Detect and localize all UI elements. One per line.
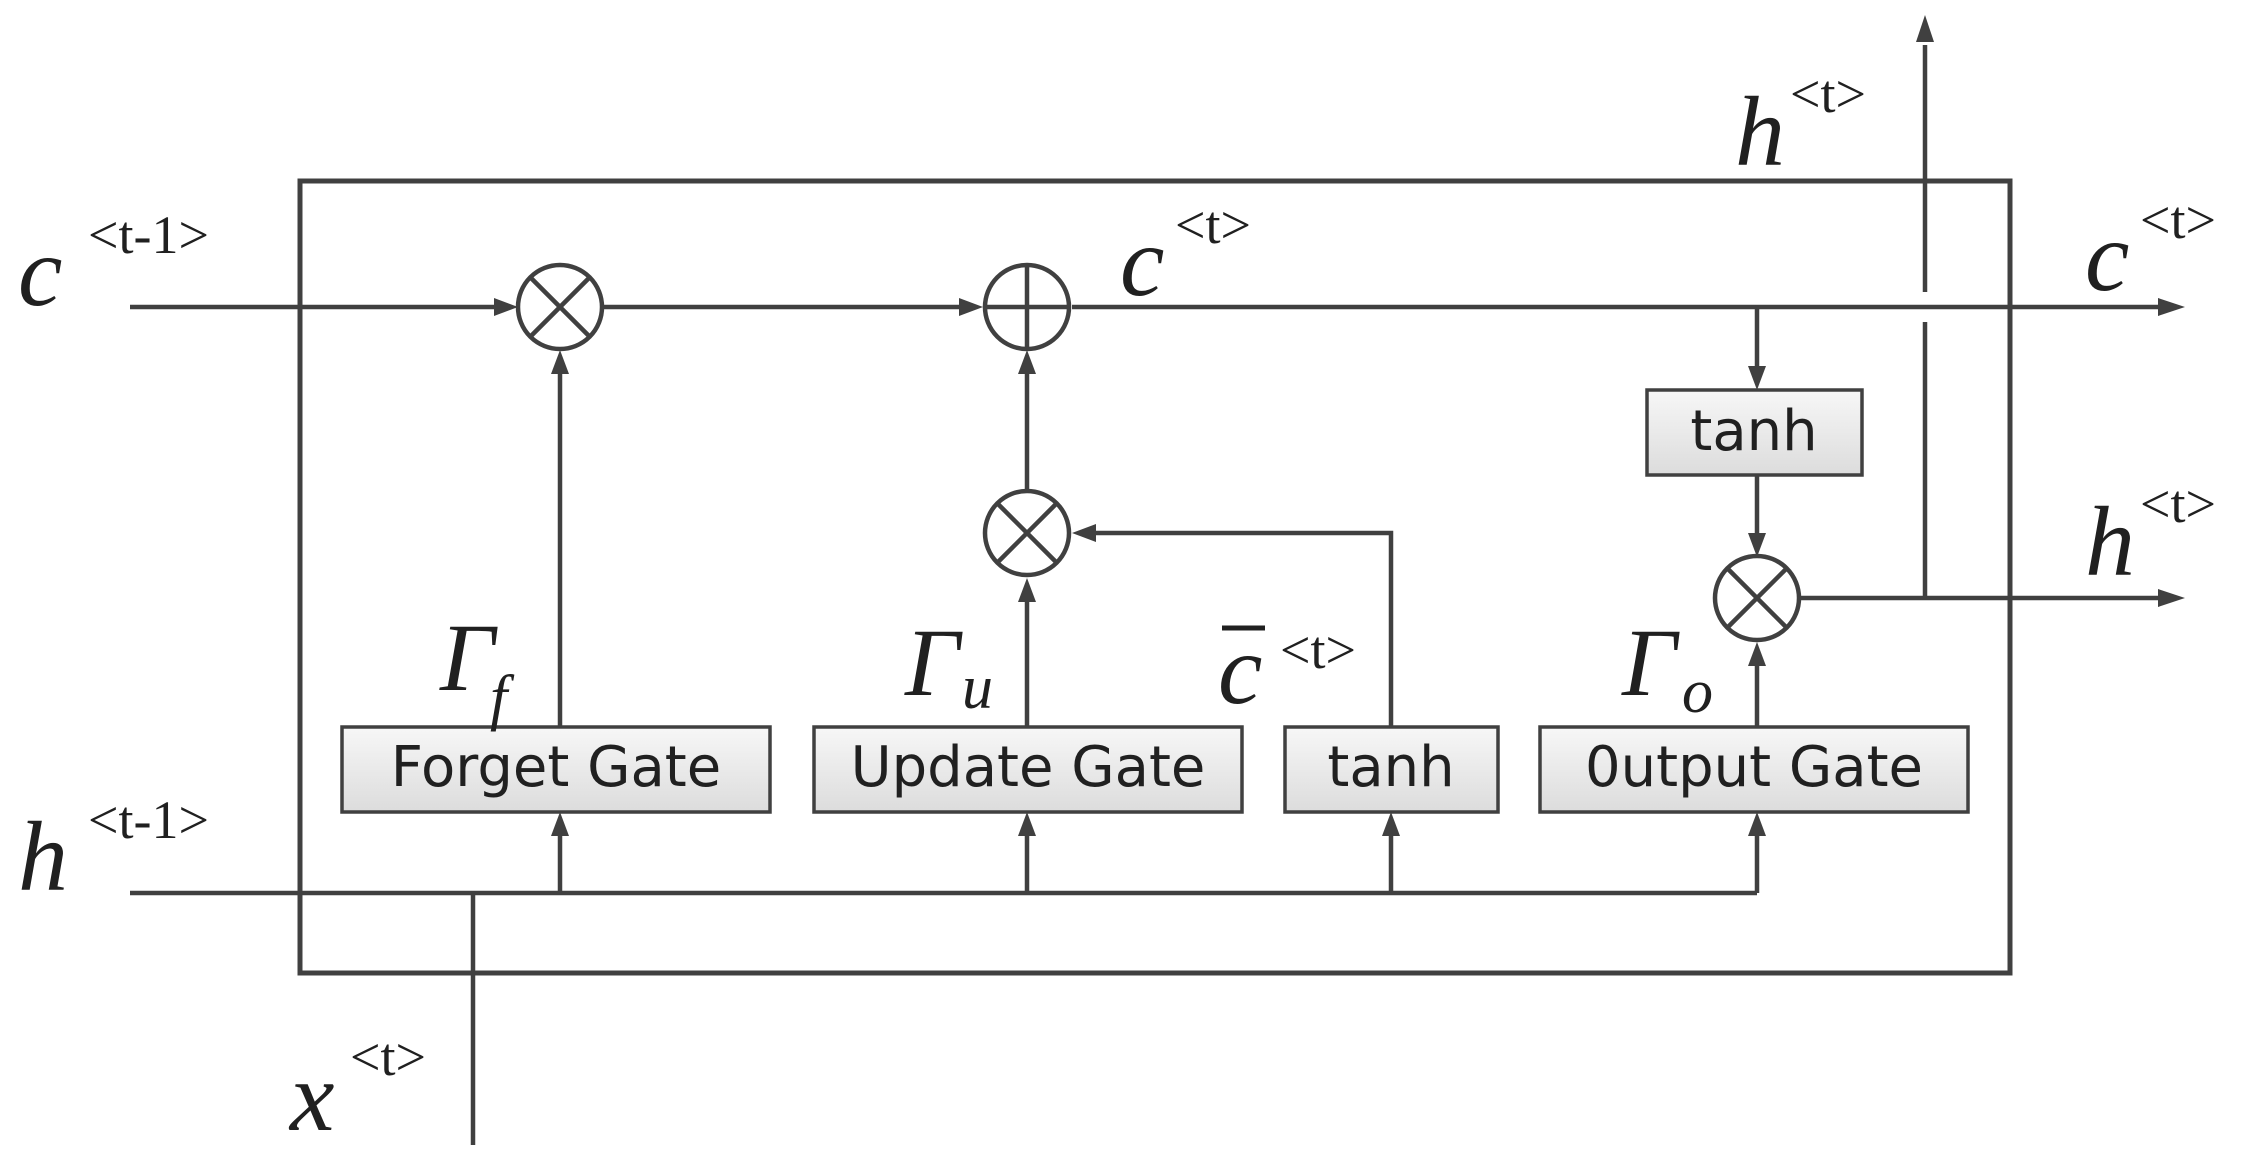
svg-text:c: c — [1218, 614, 1262, 725]
h-out-label: h <t> — [2085, 474, 2216, 597]
gamma-o-label: Γ o — [1621, 609, 1713, 726]
svg-text:<t>: <t> — [350, 1027, 426, 1087]
svg-text:<t>: <t> — [2140, 474, 2216, 534]
multiply-icon — [1712, 553, 1802, 643]
output-gate-label: 0utput Gate — [1585, 735, 1923, 800]
candidate-to-mult-line — [1093, 530, 1394, 727]
arrow-head — [2158, 589, 2185, 607]
add-icon — [982, 262, 1072, 352]
c-prev-label: c <t-1> — [18, 205, 209, 327]
svg-text:h: h — [1735, 76, 1785, 187]
cell-tanh-label: tanh — [1690, 399, 1817, 464]
arrow-head — [494, 298, 518, 316]
arrow-head — [1748, 366, 1766, 390]
x-t-label: x <t> — [288, 1027, 426, 1152]
c-mid-label: c <t> — [1120, 195, 1251, 317]
arrow-head — [551, 350, 569, 374]
update-gate-box: Update Gate — [812, 725, 1244, 814]
svg-text:o: o — [1682, 658, 1713, 726]
forget-gate-label: Forget Gate — [391, 735, 721, 800]
svg-text:c: c — [18, 216, 62, 327]
connections — [130, 15, 2185, 1145]
candidate-tanh-label: tanh — [1327, 735, 1454, 800]
h-top-label: h <t> — [1735, 64, 1866, 187]
svg-text:h: h — [18, 801, 68, 912]
cell-tanh-box: tanh — [1645, 388, 1864, 477]
arrow-head — [1072, 524, 1096, 542]
candidate-tanh-box: tanh — [1283, 725, 1500, 814]
h-prev-label: h <t-1> — [18, 790, 209, 912]
arrow-head — [1748, 642, 1766, 666]
arrow-head — [1916, 15, 1934, 42]
c-bar-label: c <t> — [1218, 614, 1356, 725]
arrow-head — [2158, 298, 2185, 316]
c-out-label: c <t> — [2085, 190, 2216, 312]
forget-gate-box: Forget Gate — [340, 725, 772, 814]
svg-text:h: h — [2085, 486, 2135, 597]
svg-text:u: u — [962, 654, 993, 722]
arrow-head — [1748, 812, 1766, 836]
svg-text:<t-1>: <t-1> — [88, 205, 209, 265]
svg-text:<t-1>: <t-1> — [88, 790, 209, 850]
arrow-head — [551, 812, 569, 836]
output-gate-box: 0utput Gate — [1538, 725, 1970, 814]
update-gate-label: Update Gate — [851, 735, 1206, 800]
svg-text:Γ: Γ — [439, 604, 498, 711]
arrow-head — [1382, 812, 1400, 836]
svg-text:c: c — [2085, 201, 2129, 312]
svg-text:<t>: <t> — [1175, 195, 1251, 255]
cell-frame — [297, 178, 2013, 976]
svg-text:<t>: <t> — [2140, 190, 2216, 250]
arrow-head — [959, 298, 983, 316]
svg-text:Γ: Γ — [904, 609, 963, 716]
svg-text:Γ: Γ — [1621, 609, 1680, 716]
multiply-icon — [982, 488, 1072, 578]
svg-text:<t>: <t> — [1790, 64, 1866, 124]
arrow-head — [1748, 533, 1766, 557]
arrow-head — [1018, 350, 1036, 374]
svg-text:<t>: <t> — [1280, 620, 1356, 680]
svg-text:c: c — [1120, 206, 1164, 317]
gamma-f-label: Γ f — [439, 604, 515, 732]
multiply-icon — [515, 262, 605, 352]
arrow-head — [1018, 812, 1036, 836]
svg-text:f: f — [490, 664, 515, 732]
gamma-u-label: Γ u — [904, 609, 993, 722]
arrow-head — [1018, 578, 1036, 602]
svg-text:x: x — [288, 1041, 334, 1152]
